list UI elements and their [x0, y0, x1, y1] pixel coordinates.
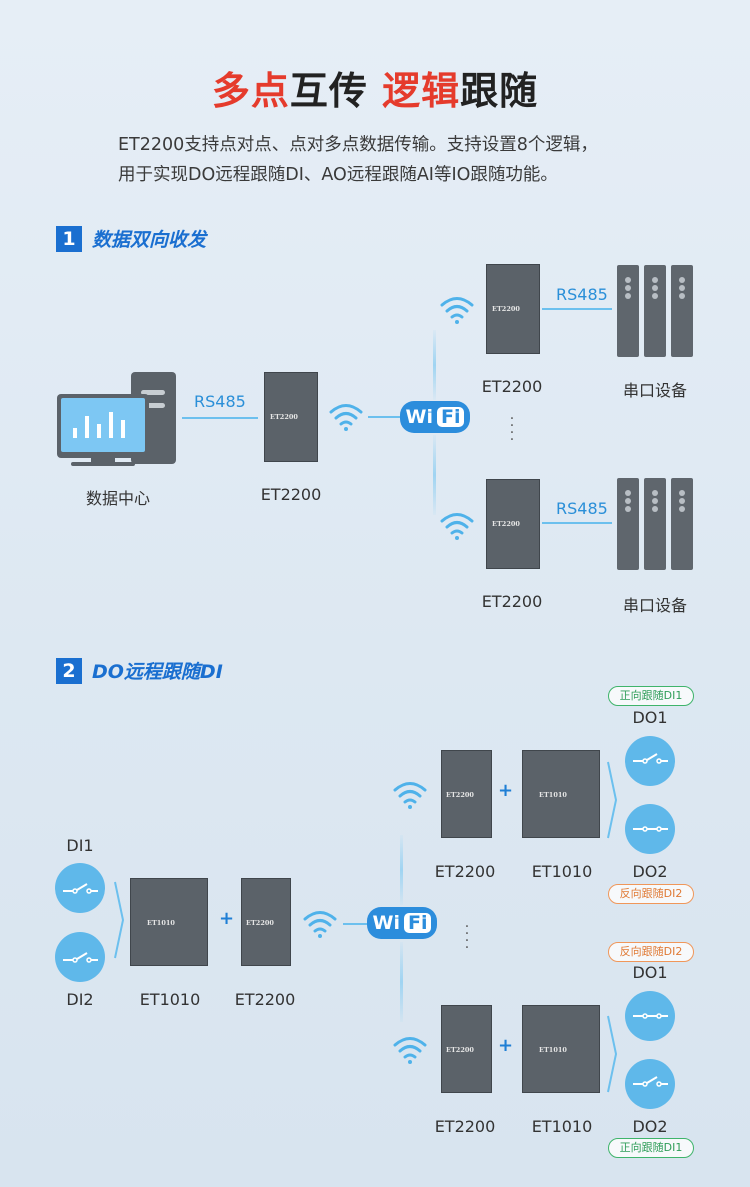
section-number: 1	[56, 225, 82, 252]
title-part: 互传	[289, 69, 368, 113]
bracket	[606, 1014, 618, 1094]
wifi-fi-text: Fi	[436, 407, 465, 427]
connection-line	[400, 942, 403, 1022]
module-label: ET2200	[446, 1046, 474, 1054]
wifi-signal-icon	[439, 294, 475, 326]
page-title: 多点互传 逻辑跟随	[0, 60, 750, 115]
et2200-label: ET2200	[234, 990, 296, 1009]
description-line: ET2200支持点对点、点对多点数据传输。支持设置8个逻辑，	[118, 135, 598, 155]
serial-device-label: 串口设备	[622, 381, 687, 400]
module-label: ET1010	[147, 919, 175, 927]
follow-tag: 正向跟随DI1	[608, 686, 694, 706]
connection-line	[433, 435, 436, 515]
plus-sign: +	[219, 908, 235, 929]
serial-device-icon	[617, 478, 697, 570]
do1-label: DO1	[632, 708, 668, 727]
et1010-module: ET1010	[522, 1005, 600, 1093]
switch-icon	[625, 736, 675, 786]
ellipsis: ····	[464, 919, 470, 956]
et2200-label: ET2200	[481, 377, 543, 396]
ellipsis: ····	[509, 411, 515, 448]
do2-label: DO2	[632, 862, 668, 881]
description-line: 用于实现DO远程跟随DI、AO远程跟随AI等IO跟随功能。	[118, 165, 558, 185]
connection-line	[182, 417, 258, 419]
module-label: ET2200	[492, 520, 520, 528]
et1010-module: ET1010	[522, 750, 600, 838]
et2200-module: ET2200	[264, 372, 318, 462]
connection-line	[433, 330, 436, 400]
wifi-wi-text: Wi	[405, 406, 433, 428]
description: ET2200支持点对点、点对多点数据传输。支持设置8个逻辑， 用于实现DO远程跟…	[118, 130, 658, 190]
wifi-signal-icon	[302, 908, 338, 940]
wifi-signal-icon	[392, 779, 428, 811]
et2200-module: ET2200	[441, 750, 492, 838]
module-label: ET2200	[492, 305, 520, 313]
et2200-label: ET2200	[434, 1117, 496, 1136]
do2-label: DO2	[632, 1117, 668, 1136]
et1010-label: ET1010	[531, 862, 593, 881]
wifi-signal-icon	[392, 1034, 428, 1066]
do1-label: DO1	[632, 963, 668, 982]
et2200-module: ET2200	[486, 479, 540, 569]
bracket	[113, 880, 125, 960]
rs485-label: RS485	[556, 499, 608, 518]
di2-label: DI2	[66, 990, 94, 1009]
data-center-label: 数据中心	[85, 489, 150, 508]
switch-icon	[625, 1059, 675, 1109]
follow-tag: 正向跟随DI1	[608, 1138, 694, 1158]
bracket	[606, 760, 618, 840]
section-2-heading: 2 DO远程跟随DI	[56, 657, 223, 684]
follow-tag: 反向跟随DI2	[608, 884, 694, 904]
title-part: 逻辑	[382, 69, 461, 113]
section-1-heading: 1 数据双向收发	[56, 225, 206, 252]
wifi-fi-text: Fi	[403, 913, 432, 933]
et1010-label: ET1010	[531, 1117, 593, 1136]
wifi-wi-text: Wi	[372, 912, 400, 934]
rs485-label: RS485	[194, 392, 246, 411]
module-label: ET1010	[539, 791, 567, 799]
et2200-module: ET2200	[241, 878, 291, 966]
follow-tag: 反向跟随DI2	[608, 942, 694, 962]
di1-label: DI1	[66, 836, 94, 855]
et1010-label: ET1010	[139, 990, 201, 1009]
title-part: 跟随	[460, 69, 539, 113]
module-label: ET2200	[270, 413, 298, 421]
serial-device-label: 串口设备	[622, 596, 687, 615]
section-number: 2	[56, 657, 82, 684]
section-title: 数据双向收发	[92, 229, 207, 251]
computer-icon	[55, 370, 180, 466]
serial-device-icon	[617, 265, 697, 357]
section-title: DO远程跟随DI	[92, 661, 223, 683]
et2200-label: ET2200	[434, 862, 496, 881]
et2200-module: ET2200	[441, 1005, 492, 1093]
module-label: ET1010	[539, 1046, 567, 1054]
switch-icon	[55, 932, 105, 982]
et2200-label: ET2200	[260, 485, 322, 504]
module-label: ET2200	[446, 791, 474, 799]
switch-icon	[625, 991, 675, 1041]
connection-line	[368, 416, 400, 418]
connection-line	[542, 308, 612, 310]
switch-icon	[625, 804, 675, 854]
connection-line	[542, 522, 612, 524]
plus-sign: +	[498, 1035, 514, 1056]
connection-line	[343, 923, 367, 925]
plus-sign: +	[498, 780, 514, 801]
et1010-module: ET1010	[130, 878, 208, 966]
title-part: 多点	[211, 69, 290, 113]
wifi-signal-icon	[439, 510, 475, 542]
switch-icon	[55, 863, 105, 913]
connection-line	[400, 835, 403, 905]
module-label: ET2200	[246, 919, 274, 927]
rs485-label: RS485	[556, 285, 608, 304]
et2200-module: ET2200	[486, 264, 540, 354]
et2200-label: ET2200	[481, 592, 543, 611]
wifi-signal-icon	[328, 401, 364, 433]
